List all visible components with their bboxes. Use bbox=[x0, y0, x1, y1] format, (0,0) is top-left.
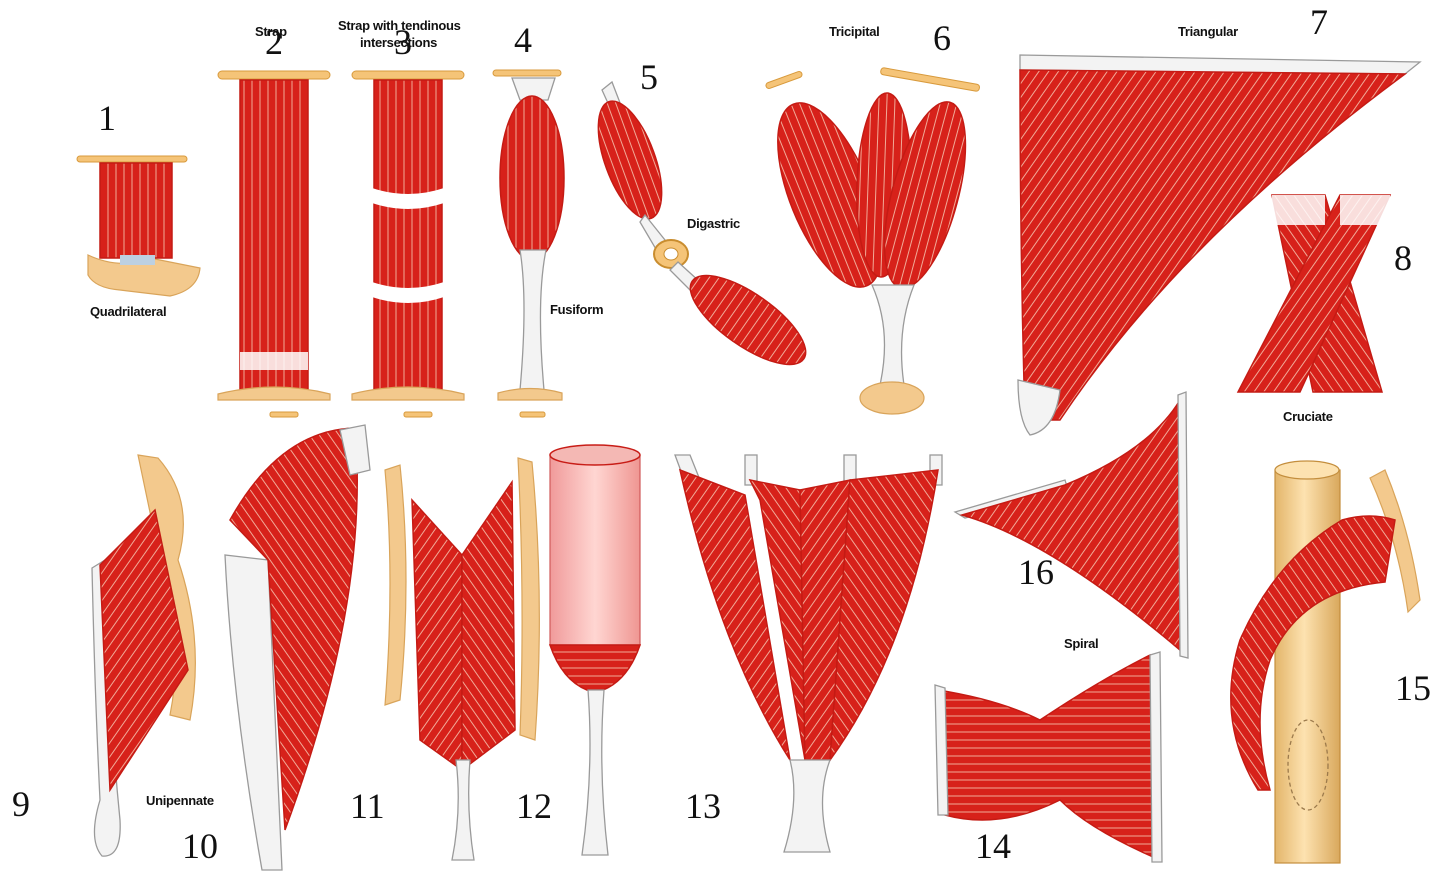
digastric-label: Digastric bbox=[687, 216, 740, 231]
number-label-8: 8 bbox=[1394, 238, 1412, 278]
number-label-13: 13 bbox=[685, 786, 721, 826]
number-label-4: 4 bbox=[514, 20, 532, 60]
strap-muscle bbox=[218, 71, 330, 417]
number-label-2: 2 bbox=[265, 22, 283, 62]
number-label-11: 11 bbox=[350, 786, 385, 826]
cruciate-muscle bbox=[1238, 195, 1390, 392]
triangular-label: Triangular bbox=[1178, 24, 1238, 39]
tricipital-label: Tricipital bbox=[829, 24, 879, 39]
spiral-muscle bbox=[935, 652, 1162, 862]
quadrilateral-label: Quadrilateral bbox=[90, 304, 166, 319]
quadrilateral-muscle bbox=[77, 156, 200, 296]
triangular-small-muscle bbox=[955, 392, 1188, 658]
unipennate-label: Unipennate bbox=[146, 793, 214, 808]
fusiform-label: Fusiform bbox=[550, 302, 603, 317]
cruciate-label: Cruciate bbox=[1283, 409, 1333, 424]
fusiform-muscle bbox=[493, 70, 564, 417]
number-label-1: 1 bbox=[98, 98, 116, 138]
number-label-7: 7 bbox=[1310, 2, 1328, 42]
spiral-label: Spiral bbox=[1064, 636, 1098, 651]
number-label-12: 12 bbox=[516, 786, 552, 826]
spiral-wrap-muscle bbox=[1231, 461, 1420, 863]
number-label-5: 5 bbox=[640, 57, 658, 97]
number-label-6: 6 bbox=[933, 18, 951, 58]
cylindrical-muscle bbox=[550, 445, 640, 855]
number-label-15: 15 bbox=[1395, 668, 1431, 708]
number-label-10: 10 bbox=[182, 826, 218, 866]
strap-tendinous-muscle bbox=[352, 71, 464, 417]
number-label-9: 9 bbox=[12, 784, 30, 824]
number-label-14: 14 bbox=[975, 826, 1011, 866]
number-label-16: 16 bbox=[1018, 552, 1054, 592]
number-label-3: 3 bbox=[394, 22, 412, 62]
bipennate-large-muscle bbox=[225, 425, 370, 870]
